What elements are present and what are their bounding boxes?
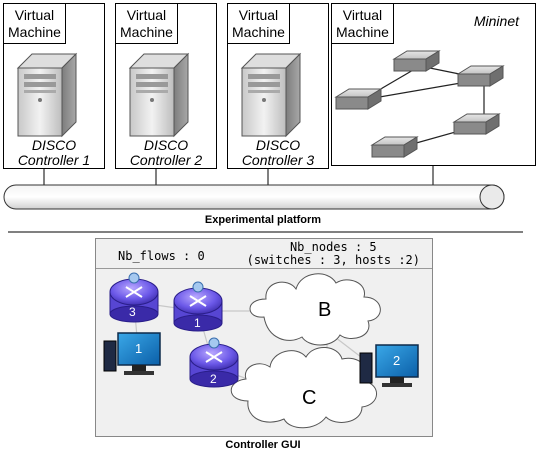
cloud-b <box>249 273 381 346</box>
cloud-c-label: C <box>302 387 317 409</box>
gui-stats-header: Nb_flows : 0 Nb_nodes : 5 (switches : 3,… <box>96 239 432 269</box>
router-icon <box>173 281 223 332</box>
controller-name: DISCO <box>31 137 77 153</box>
switch-icon <box>456 65 505 87</box>
vm-controller-2: Virtual Machine DISCO Controller 2 <box>115 3 217 169</box>
controller-number: Controller 2 <box>129 152 203 168</box>
server-icon <box>16 52 78 138</box>
server-icon <box>240 52 302 138</box>
controller-gui-window: Nb_flows : 0 Nb_nodes : 5 (switches : 3,… <box>95 238 433 437</box>
vm-label-line2: Machine <box>336 24 389 40</box>
router-1-label: 1 <box>194 316 201 330</box>
flows-count: Nb_flows : 0 <box>118 249 205 263</box>
controller-name: DISCO <box>143 137 189 153</box>
controller-label: DISCO Controller 1 <box>4 138 104 168</box>
vm-label-line1: Virtual <box>238 7 279 23</box>
host-icon <box>359 344 419 387</box>
vm-label-line1: Virtual <box>14 7 55 23</box>
vm-label: Virtual Machine <box>227 3 290 44</box>
server-icon <box>128 52 190 138</box>
vm-label-line2: Machine <box>232 24 285 40</box>
vm-controller-3: Virtual Machine DISCO Controller 3 <box>227 3 329 169</box>
host-1-label: 1 <box>135 341 143 356</box>
controller-label: DISCO Controller 2 <box>116 138 216 168</box>
gui-topology <box>103 272 419 429</box>
controller-number: Controller 3 <box>241 152 315 168</box>
platform-caption: Experimental platform <box>204 214 322 226</box>
router-icon <box>109 272 159 323</box>
controller-name: DISCO <box>255 137 301 153</box>
vm-label: Virtual Machine <box>115 3 178 44</box>
switch-icon <box>452 113 501 135</box>
nodes-breakdown: (switches : 3, hosts :2) <box>246 253 420 267</box>
mininet-title: Mininet <box>473 13 519 29</box>
vm-label: Virtual Machine <box>331 3 394 44</box>
vm-label: Virtual Machine <box>3 3 66 44</box>
router-icon <box>189 337 239 388</box>
vm-label-line2: Machine <box>8 24 61 40</box>
vm-mininet: Virtual Machine Mininet <box>331 3 536 166</box>
vm-label-line2: Machine <box>120 24 173 40</box>
gui-caption: Controller GUI <box>225 439 301 451</box>
switch-icon <box>370 136 419 158</box>
nodes-total: Nb_nodes : 5 <box>289 240 377 254</box>
vm-controller-1: Virtual Machine DISCO Controller 1 <box>3 3 105 169</box>
controller-number: Controller 1 <box>17 152 91 168</box>
host-icon <box>103 332 161 375</box>
nodes-count: Nb_nodes : 5 (switches : 3, hosts :2) <box>247 241 420 267</box>
controller-label: DISCO Controller 3 <box>228 138 328 168</box>
platform-bus <box>3 166 523 233</box>
vm-label-line1: Virtual <box>126 7 167 23</box>
switch-icon <box>392 50 441 72</box>
router-3-label: 3 <box>129 305 136 319</box>
vm-label-line1: Virtual <box>342 7 383 23</box>
host-2-label: 2 <box>393 353 401 368</box>
router-2-label: 2 <box>210 372 217 386</box>
switch-icon <box>334 88 383 110</box>
mininet-topology <box>334 50 505 158</box>
cloud-b-label: B <box>318 299 332 321</box>
